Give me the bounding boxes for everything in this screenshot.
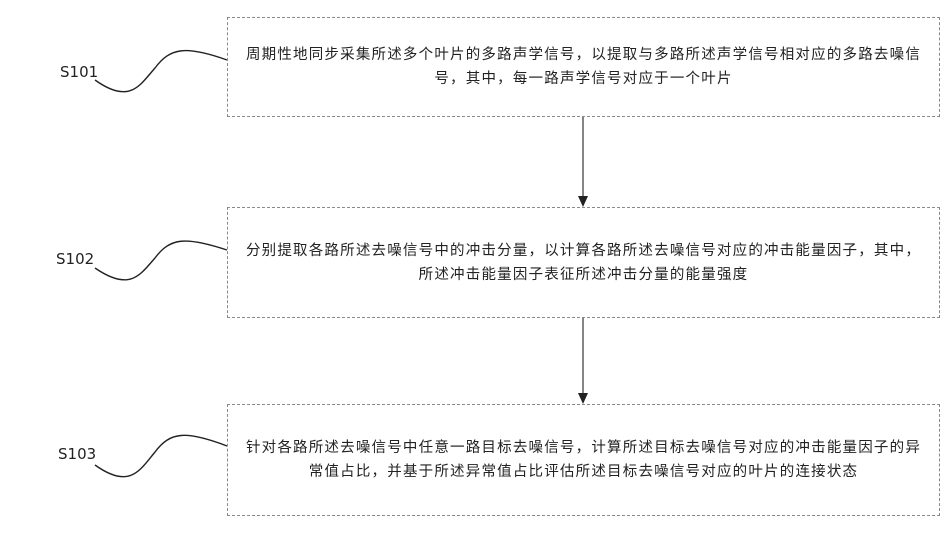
flow-arrow-2-head (578, 393, 588, 404)
leader-curve-s101 (95, 51, 227, 92)
step-box-s102: 分别提取各路所述去噪信号中的冲击分量，以计算各路所述去噪信号对应的冲击能量因子，… (227, 207, 940, 318)
step-label-s103: S103 (58, 445, 96, 463)
leader-curve-s103 (95, 435, 227, 476)
step-text-s103: 针对各路所述去噪信号中任意一路目标去噪信号，计算所述目标去噪信号对应的冲击能量因… (242, 436, 925, 484)
step-box-s103: 针对各路所述去噪信号中任意一路目标去噪信号，计算所述目标去噪信号对应的冲击能量因… (227, 404, 940, 516)
step-box-s101: 周期性地同步采集所述多个叶片的多路声学信号，以提取与多路所述声学信号相对应的多路… (227, 17, 940, 117)
step-label-s101: S101 (60, 63, 98, 81)
flow-arrow-1-head (578, 196, 588, 207)
step-text-s101: 周期性地同步采集所述多个叶片的多路声学信号，以提取与多路所述声学信号相对应的多路… (242, 43, 925, 91)
step-label-s102: S102 (56, 250, 94, 268)
leader-curve-s102 (95, 241, 227, 280)
step-text-s102: 分别提取各路所述去噪信号中的冲击分量，以计算各路所述去噪信号对应的冲击能量因子，… (242, 239, 925, 287)
